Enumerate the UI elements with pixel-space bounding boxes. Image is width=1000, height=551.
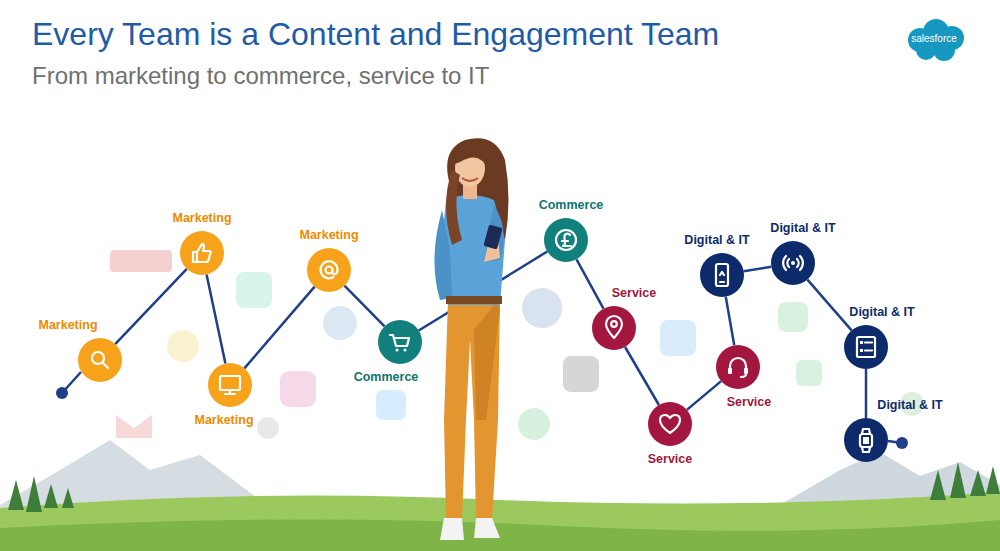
brand-cloud — [908, 19, 964, 61]
team-label: Service — [648, 452, 692, 466]
team-label: Marketing — [194, 413, 253, 427]
path-start-dot — [56, 387, 68, 399]
journey-connector — [625, 347, 659, 405]
node-icon — [592, 306, 636, 350]
journey-connector — [207, 275, 226, 364]
journey-connector — [744, 267, 772, 272]
icon-circle-node: Digital & IT — [844, 418, 888, 462]
diagram-title: Every Team is a Content and Engagement T… — [32, 16, 719, 53]
node-icon — [544, 218, 588, 262]
journey-connector — [244, 287, 314, 369]
icon-circle-node: Digital & IT — [844, 325, 888, 369]
node-icon — [648, 402, 692, 446]
icon-circle-node: Service — [592, 306, 636, 350]
icon-circle-node: Digital & IT — [700, 253, 744, 297]
team-label: Service — [612, 286, 656, 300]
node-icon — [180, 231, 224, 275]
icon-circle-node: Service — [716, 345, 760, 389]
journey-connector — [115, 269, 187, 344]
journey-connector — [577, 259, 604, 308]
path-end-dot — [896, 437, 908, 449]
icon-circle-node: Marketing — [78, 338, 122, 382]
node-icon — [78, 338, 122, 382]
icon-circle-node: Marketing — [208, 363, 252, 407]
team-label: Digital & IT — [770, 221, 835, 235]
team-label: Marketing — [299, 228, 358, 242]
subtitle: From marketing to commerce, service to I… — [32, 62, 489, 90]
node-icon — [844, 418, 888, 462]
journey-connector — [726, 297, 734, 346]
team-label: Digital & IT — [877, 398, 942, 412]
team-label: Marketing — [38, 318, 97, 332]
node-icon — [378, 320, 422, 364]
team-label: Service — [727, 395, 771, 409]
icon-circle-node: Service — [648, 402, 692, 446]
team-label: Commerce — [539, 198, 604, 212]
node-icon — [716, 345, 760, 389]
team-label: Digital & IT — [849, 305, 914, 319]
journey-connector — [687, 381, 721, 410]
icon-circle-node: Digital & IT — [771, 241, 815, 285]
team-label: Commerce — [354, 370, 419, 384]
icon-circle-node: Commerce — [378, 320, 422, 364]
icon-circle-node: Commerce — [544, 218, 588, 262]
icon-circle-node: Marketing — [180, 231, 224, 275]
icon-circle-node: Marketing — [307, 248, 351, 292]
node-icon — [771, 241, 815, 285]
journey-connector — [807, 280, 851, 331]
journey-connector — [865, 369, 868, 418]
node-icon — [700, 253, 744, 297]
team-label: Digital & IT — [684, 233, 749, 247]
node-icon — [844, 325, 888, 369]
brand-logo-text: salesforce — [908, 33, 960, 44]
node-icon — [208, 363, 252, 407]
node-icon — [307, 248, 351, 292]
team-label: Marketing — [172, 211, 231, 225]
journey-connector — [344, 286, 384, 327]
